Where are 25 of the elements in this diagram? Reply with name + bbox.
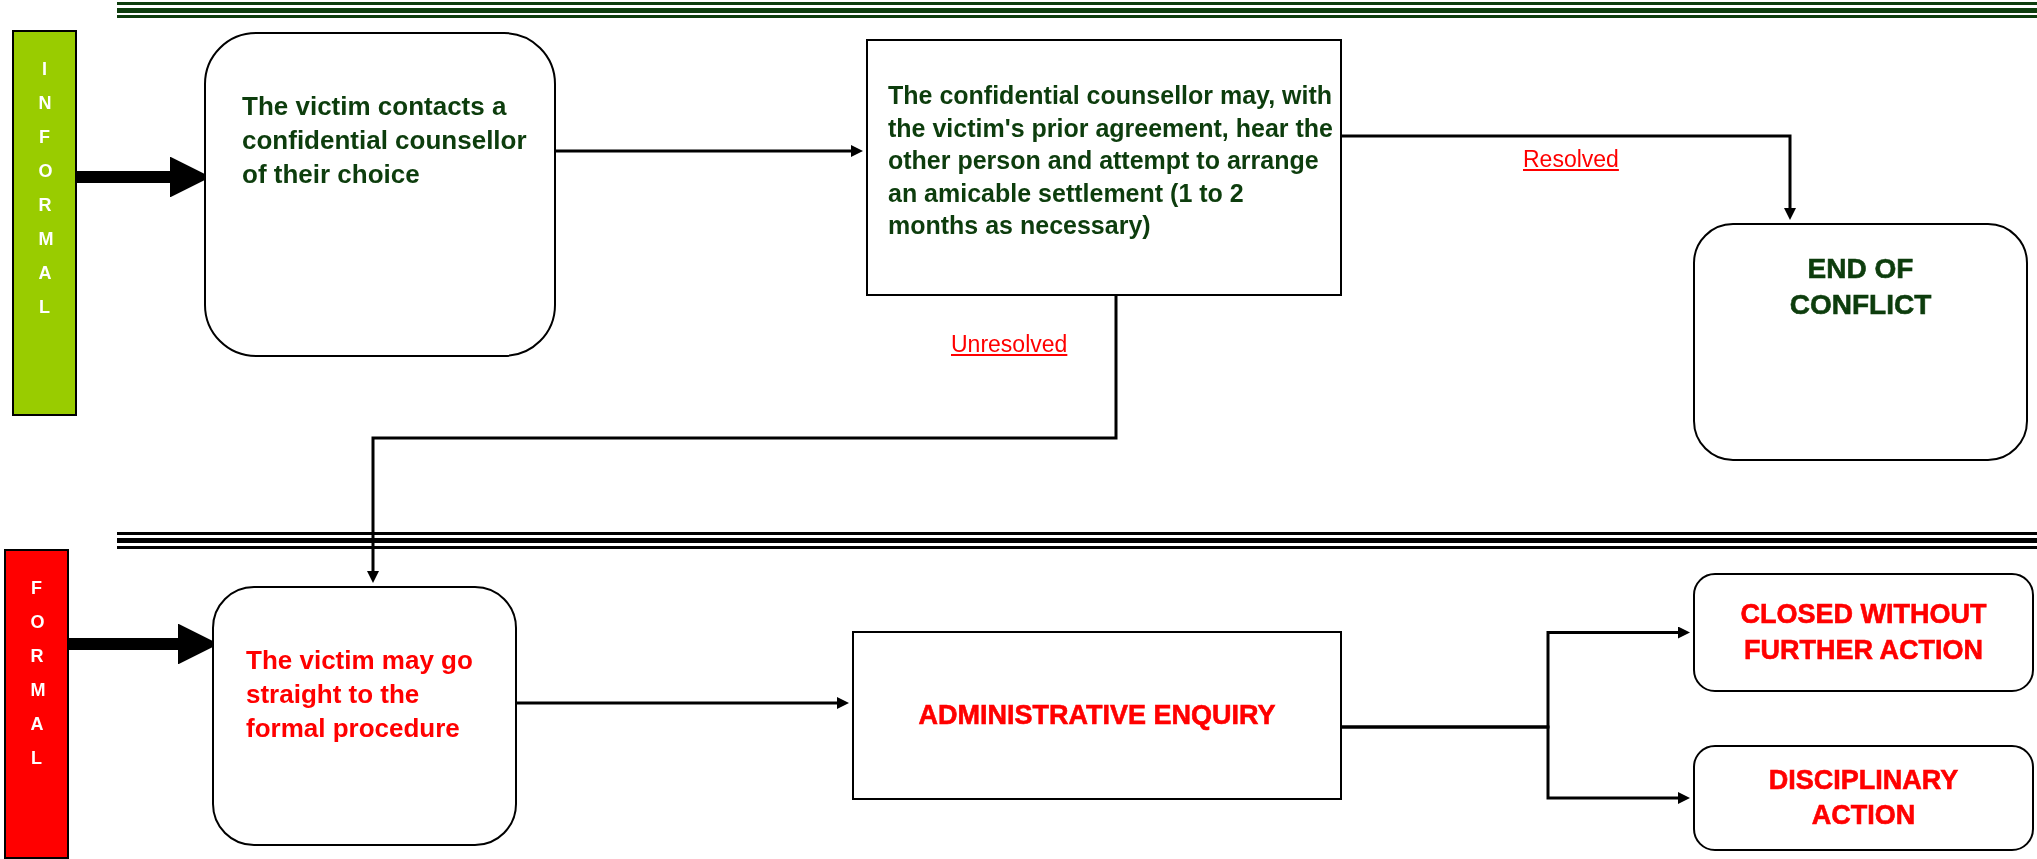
step-text: END OF CONFLICT (1788, 252, 1933, 323)
step-text: The confidential counsellor may, with the victim's prior agreement, hear the other person and attempt to arrange an amicable settlement (1 to 2 months as necessary) (888, 80, 1333, 241)
rounded-process-box (204, 32, 556, 357)
rounded-process-box (1693, 223, 2028, 461)
connector-arrow (367, 296, 1118, 583)
connector-arrow (1342, 725, 1690, 804)
connector-arrow (1342, 134, 1796, 220)
stage-bar (4, 549, 69, 859)
rounded-process-box (1693, 573, 2034, 692)
step-text: The victim contacts a confidential counsellor of their choice (242, 90, 527, 191)
process-box (866, 39, 1342, 296)
edge-label: Resolved (1520, 146, 1622, 173)
rounded-process-box (212, 586, 517, 846)
step-text: ADMINISTRATIVE ENQUIRY (918, 698, 1276, 732)
step-text: The victim may go straight to the formal procedure (246, 644, 474, 745)
stage-label: INFORMAL (38, 58, 51, 319)
step-text: DISCIPLINARY ACTION (1767, 763, 1960, 832)
step-text: CLOSED WITHOUT FURTHER ACTION (1739, 598, 1988, 667)
rounded-process-box (1693, 745, 2034, 851)
stage-label: FORMAL (30, 577, 43, 770)
edge-label: Unresolved (948, 331, 1071, 358)
connector-arrow (517, 697, 849, 709)
connector-arrow (556, 145, 863, 157)
process-box (852, 631, 1342, 800)
stage-bar (12, 30, 77, 416)
